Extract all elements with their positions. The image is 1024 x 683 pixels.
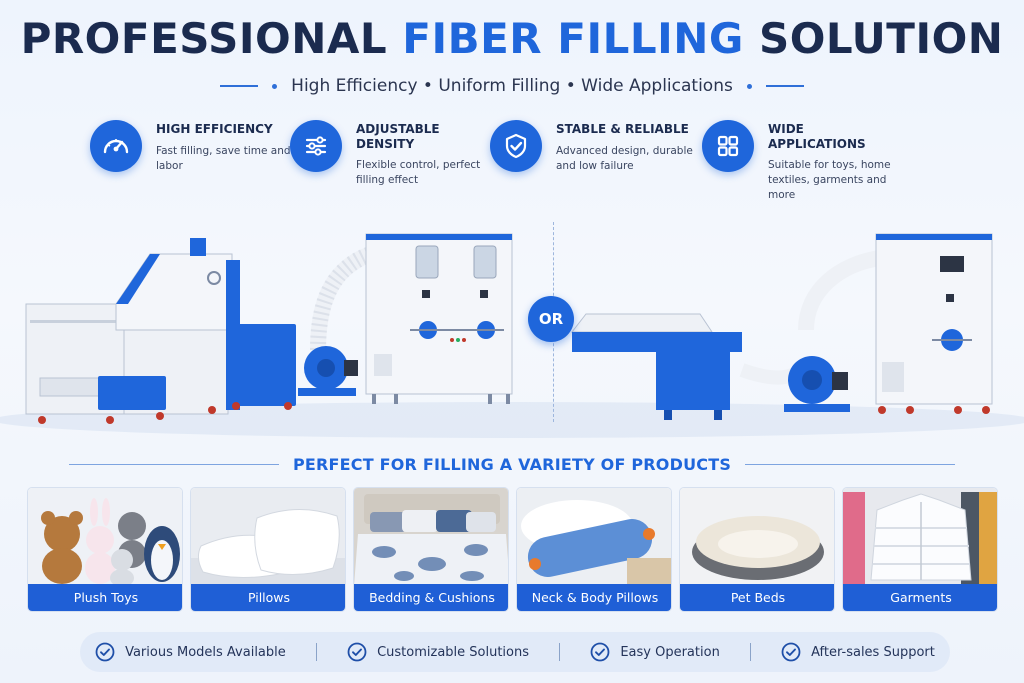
bedding-image (354, 488, 508, 586)
filling-machine-illustration-2 (875, 233, 993, 414)
benefit-label: Various Models Available (125, 644, 286, 660)
feature-desc: Suitable for toys, home textiles, garmen… (768, 159, 891, 201)
feature-desc: Fast filling, save time and labor (156, 145, 291, 172)
benefit-customizable: Customizable Solutions (347, 642, 529, 662)
product-card-bedding-cushions: Bedding & Cushions (353, 487, 509, 612)
benefit-after-sales: After-sales Support (781, 642, 935, 662)
feature-adjustable-density: ADJUSTABLE DENSITY Flexible control, per… (290, 118, 490, 208)
speedometer-icon (90, 120, 142, 172)
grid-icon (702, 120, 754, 172)
tagline-row: High Efficiency • Uniform Filling • Wide… (0, 74, 1024, 98)
check-circle-icon (781, 642, 801, 662)
feature-desc: Flexible control, perfect filling effect (356, 159, 481, 186)
product-card-pet-beds: Pet Beds (679, 487, 835, 612)
benefits-bar: Various Models Available Customizable So… (80, 632, 950, 672)
product-label: Neck & Body Pillows (517, 584, 671, 611)
blower-fan-illustration-2 (739, 250, 882, 412)
product-gallery: Plush Toys Pillows Bedding & Cushions (27, 487, 998, 613)
section-rule-right (745, 463, 956, 465)
benefit-various-models: Various Models Available (95, 642, 286, 662)
section-title: PERFECT FOR FILLING A VARIETY OF PRODUCT… (292, 454, 732, 474)
machine-illustrations (0, 233, 1024, 438)
products-section-header: PERFECT FOR FILLING A VARIETY OF PRODUCT… (0, 452, 1024, 476)
benefit-label: Customizable Solutions (377, 644, 530, 660)
benefit-separator (749, 643, 751, 661)
tagline-rule-right (765, 85, 804, 87)
filling-machine-illustration (365, 233, 513, 404)
product-label: Bedding & Cushions (354, 584, 508, 611)
benefit-separator (315, 643, 317, 661)
tagline-dot-left (272, 83, 278, 89)
check-circle-icon (347, 642, 367, 662)
tagline: High Efficiency • Uniform Filling • Wide… (291, 76, 733, 96)
headline-part-1: PROFESSIONAL (20, 14, 403, 63)
product-card-pillows: Pillows (190, 487, 346, 612)
benefit-label: After-sales Support (811, 644, 935, 660)
feature-title: WIDE APPLICATIONS (768, 122, 866, 151)
tagline-rule-left (220, 85, 259, 87)
benefit-separator (559, 643, 561, 661)
check-circle-icon (95, 642, 115, 662)
product-label: Pillows (191, 584, 345, 611)
product-label: Pet Beds (680, 584, 834, 611)
compact-opener-illustration (570, 313, 742, 420)
headline-accent: FIBER FILLING (402, 14, 744, 63)
feature-high-efficiency: HIGH EFFICIENCY Fast filling, save time … (90, 118, 291, 208)
pet-bed-image (680, 488, 834, 586)
product-card-neck-body-pillows: Neck & Body Pillows (516, 487, 672, 612)
headline-part-2: SOLUTION (743, 14, 1004, 63)
or-badge: OR (528, 296, 574, 342)
feature-title: HIGH EFFICIENCY (156, 122, 273, 136)
product-card-plush-toys: Plush Toys (27, 487, 183, 612)
benefit-label: Easy Operation (620, 644, 720, 660)
feature-wide-applications: WIDE APPLICATIONS Suitable for toys, hom… (702, 118, 902, 208)
feature-title: STABLE & RELIABLE (556, 122, 689, 136)
product-label: Plush Toys (28, 584, 182, 611)
section-rule-left (68, 463, 279, 465)
feature-desc: Advanced design, durable and low failure (556, 145, 693, 172)
main-headline: PROFESSIONAL FIBER FILLING SOLUTION (0, 14, 1024, 63)
opening-machine-illustration (25, 238, 296, 424)
feature-title: ADJUSTABLE DENSITY (356, 122, 440, 151)
pillows-image (191, 488, 345, 586)
feature-list: HIGH EFFICIENCY Fast filling, save time … (90, 118, 970, 208)
product-label: Garments (843, 584, 997, 611)
check-circle-icon (590, 642, 610, 662)
garments-image (843, 488, 997, 586)
benefit-easy-operation: Easy Operation (590, 642, 720, 662)
sliders-icon (290, 120, 342, 172)
product-card-garments: Garments (842, 487, 998, 612)
plush-toys-image (28, 488, 182, 586)
body-pillow-image (517, 488, 671, 586)
shield-check-icon (490, 120, 542, 172)
tagline-dot-right (746, 83, 752, 89)
feature-stable-reliable: STABLE & RELIABLE Advanced design, durab… (490, 118, 693, 208)
